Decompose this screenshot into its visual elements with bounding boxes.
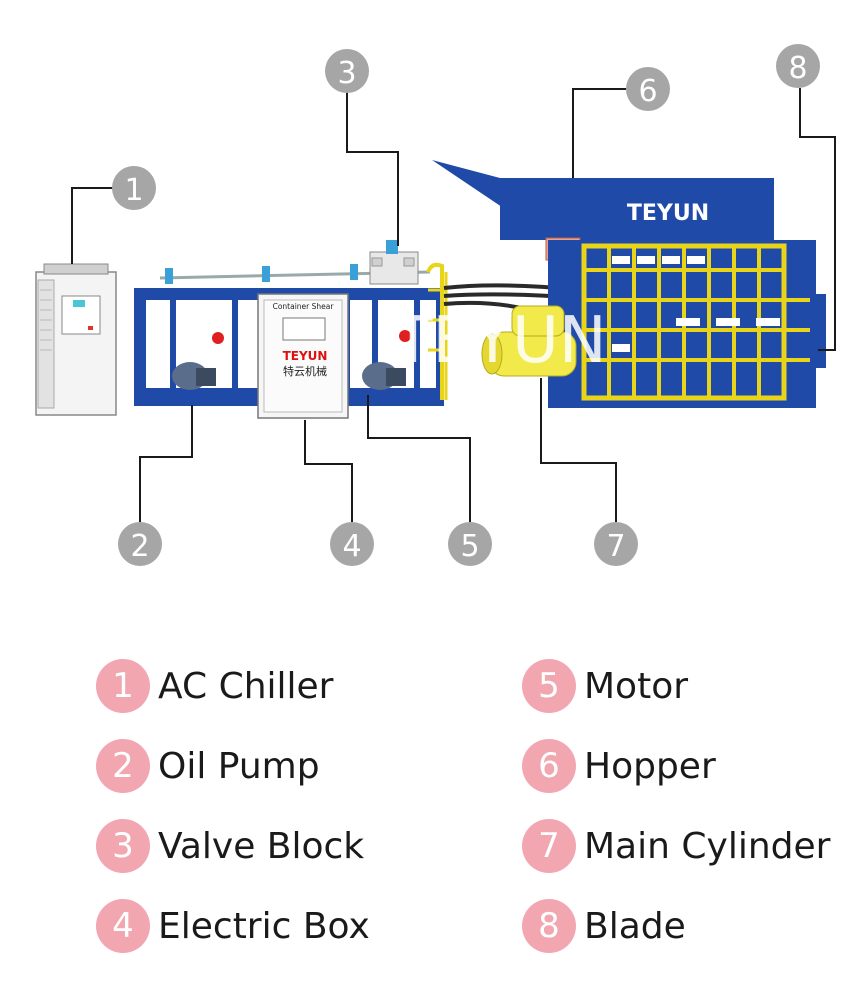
callout-3-number: 3 bbox=[337, 56, 356, 91]
hopper: TEYUN bbox=[432, 160, 774, 261]
legend-number: 6 bbox=[522, 739, 576, 793]
legend-item-valve-block: 3 Valve Block bbox=[96, 816, 364, 876]
valve-block bbox=[369, 240, 419, 285]
legend-label: Main Cylinder bbox=[584, 825, 831, 867]
legend-label: Electric Box bbox=[158, 905, 370, 947]
callout-8: 8 bbox=[776, 44, 820, 88]
legend-label: AC Chiller bbox=[158, 665, 334, 707]
callout-8-number: 8 bbox=[788, 51, 807, 86]
callout-4-number: 4 bbox=[342, 529, 361, 564]
callout-1-number: 1 bbox=[124, 173, 143, 208]
shear-body bbox=[548, 240, 826, 408]
callout-3: 3 bbox=[325, 49, 369, 93]
ac-chiller bbox=[35, 263, 117, 416]
callout-1: 1 bbox=[112, 166, 156, 210]
legend-item-main-cylinder: 7 Main Cylinder bbox=[522, 816, 830, 876]
legend-number: 3 bbox=[96, 819, 150, 873]
callout-5: 5 bbox=[448, 522, 492, 566]
legend-number: 7 bbox=[522, 819, 576, 873]
legend-number: 4 bbox=[96, 899, 150, 953]
callout-2: 2 bbox=[118, 522, 162, 566]
legend-label: Hopper bbox=[584, 745, 716, 787]
callout-4: 4 bbox=[330, 522, 374, 566]
legend-item-electric-box: 4 Electric Box bbox=[96, 896, 370, 956]
callout-leaders bbox=[71, 88, 836, 522]
legend-label: Oil Pump bbox=[158, 745, 320, 787]
legend-number: 8 bbox=[522, 899, 576, 953]
electric-box: Container Shear TEYUN 特云机械 bbox=[257, 293, 349, 419]
ladder bbox=[426, 262, 448, 400]
callout-7: 7 bbox=[594, 522, 638, 566]
hopper-logo: TEYUN bbox=[627, 201, 709, 226]
legend-number: 1 bbox=[96, 659, 150, 713]
callout-6: 6 bbox=[626, 67, 670, 111]
legend-number: 5 bbox=[522, 659, 576, 713]
main-cylinder bbox=[481, 305, 577, 377]
electric-box-logo: TEYUN bbox=[283, 349, 328, 363]
callout-7-number: 7 bbox=[606, 529, 625, 564]
watermark-text: TEYUN bbox=[392, 304, 606, 378]
callout-5-number: 5 bbox=[460, 529, 479, 564]
legend-item-blade: 8 Blade bbox=[522, 896, 686, 956]
legend-item-ac-chiller: 1 AC Chiller bbox=[96, 656, 333, 716]
legend-label: Valve Block bbox=[158, 825, 365, 867]
legend-number: 2 bbox=[96, 739, 150, 793]
legend-label: Blade bbox=[584, 905, 686, 947]
callout-6-number: 6 bbox=[638, 74, 657, 109]
electric-box-chinese-name: 特云机械 bbox=[283, 364, 327, 378]
legend-item-motor: 5 Motor bbox=[522, 656, 688, 716]
legend-item-hopper: 6 Hopper bbox=[522, 736, 716, 796]
callout-2-number: 2 bbox=[130, 529, 149, 564]
legend-label: Motor bbox=[584, 665, 689, 707]
electric-box-title: Container Shear bbox=[273, 302, 335, 311]
legend-item-oil-pump: 2 Oil Pump bbox=[96, 736, 320, 796]
